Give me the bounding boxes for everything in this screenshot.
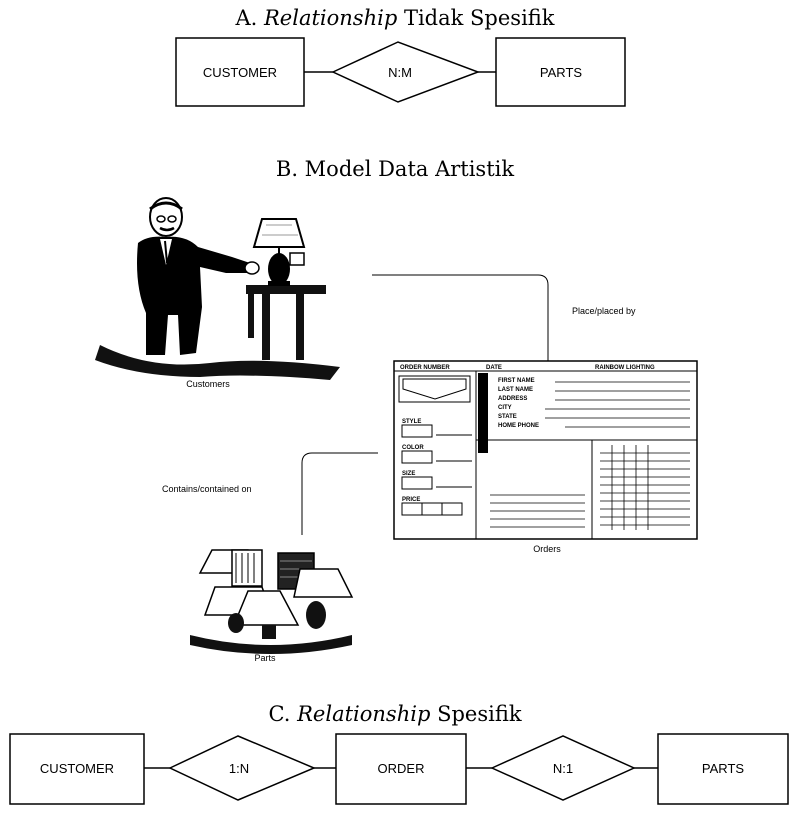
svg-text:STYLE: STYLE <box>402 419 421 425</box>
section-b-title: B. Model Data Artistik <box>275 157 515 181</box>
entity-customer <box>9 733 145 805</box>
entity-customer-label: CUSTOMER <box>40 761 114 776</box>
svg-text:SIZE: SIZE <box>402 471 415 477</box>
svg-text:ORDER NUMBER: ORDER NUMBER <box>400 365 450 371</box>
entity-customer-label: CUSTOMER <box>203 65 277 80</box>
entity-order-label: ORDER <box>378 761 425 776</box>
relationship-label-1: 1:N <box>229 761 249 776</box>
contains-label: Contains/contained on <box>162 484 252 494</box>
svg-text:LAST NAME: LAST NAME <box>498 387 533 393</box>
connector-contains <box>301 452 378 535</box>
entity-order <box>335 733 467 805</box>
diagram-c: CUSTOMER 1:N ORDER N:1 PARTS <box>9 733 789 805</box>
svg-text:CITY: CITY <box>498 405 512 411</box>
svg-text:ADDRESS: ADDRESS <box>498 396 527 402</box>
svg-text:PRICE: PRICE <box>402 497 420 503</box>
entity-parts-label: PARTS <box>540 65 582 80</box>
svg-text:RAINBOW LIGHTING: RAINBOW LIGHTING <box>595 365 655 371</box>
relationship-label: N:M <box>388 65 412 80</box>
section-a-title: A. Relationship Tidak Spesifik <box>235 6 555 30</box>
entity-parts <box>657 733 789 805</box>
customer-illustration <box>95 197 340 380</box>
svg-text:HOME PHONE: HOME PHONE <box>498 423 539 429</box>
customers-label: Customers <box>186 379 230 389</box>
orders-label: Orders <box>533 544 561 554</box>
order-form: ORDER NUMBER DATE RAINBOW LIGHTING STYLE… <box>393 360 698 540</box>
entity-parts <box>495 37 626 107</box>
entity-parts-label: PARTS <box>702 761 744 776</box>
parts-label: Parts <box>254 653 276 663</box>
place-label: Place/placed by <box>572 306 636 316</box>
diagram-b: Customers Place/placed by ORDER NUMBER D… <box>95 197 698 663</box>
svg-text:FIRST NAME: FIRST NAME <box>498 378 535 384</box>
connector-place <box>372 274 549 361</box>
entity-customer <box>175 37 305 107</box>
svg-text:DATE: DATE <box>486 365 502 371</box>
diagram-a: CUSTOMER N:M PARTS <box>175 37 626 107</box>
parts-illustration <box>190 549 354 654</box>
svg-text:COLOR: COLOR <box>402 445 424 451</box>
svg-text:STATE: STATE <box>498 414 517 420</box>
relationship-label-2: N:1 <box>553 761 573 776</box>
section-c-title: C. Relationship Spesifik <box>268 702 522 726</box>
